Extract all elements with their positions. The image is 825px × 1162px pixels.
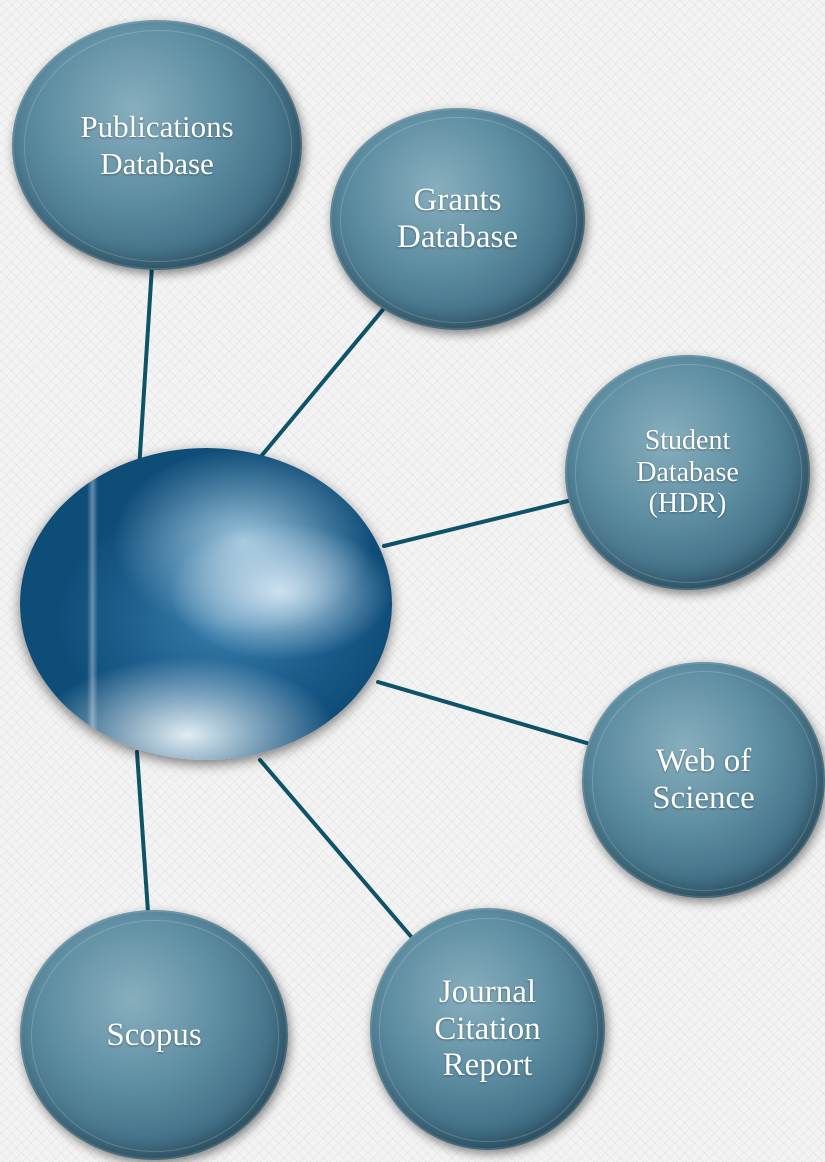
connector-grants <box>256 304 388 462</box>
node-label: Scopus <box>106 1016 202 1053</box>
connector-scopus <box>135 750 150 914</box>
node-scopus: Scopus <box>20 910 288 1160</box>
node-grants-database: Grants Database <box>330 108 585 330</box>
connector-student <box>382 498 574 548</box>
connector-publications <box>137 264 154 472</box>
node-label: Journal Citation Report <box>434 973 541 1084</box>
connector-wos <box>376 680 592 746</box>
node-label: Grants Database <box>397 182 518 255</box>
node-label: Publications Database <box>80 108 234 181</box>
connector-jcr <box>258 758 416 942</box>
node-publications-database: Publications Database <box>12 20 302 270</box>
node-student-database: Student Database (HDR) <box>565 355 810 590</box>
node-label: Web of Science <box>652 743 755 816</box>
center-portrait-image <box>20 448 392 760</box>
node-journal-citation-report: Journal Citation Report <box>370 908 605 1150</box>
node-label: Student Database (HDR) <box>636 425 739 520</box>
node-web-of-science: Web of Science <box>582 662 825 898</box>
